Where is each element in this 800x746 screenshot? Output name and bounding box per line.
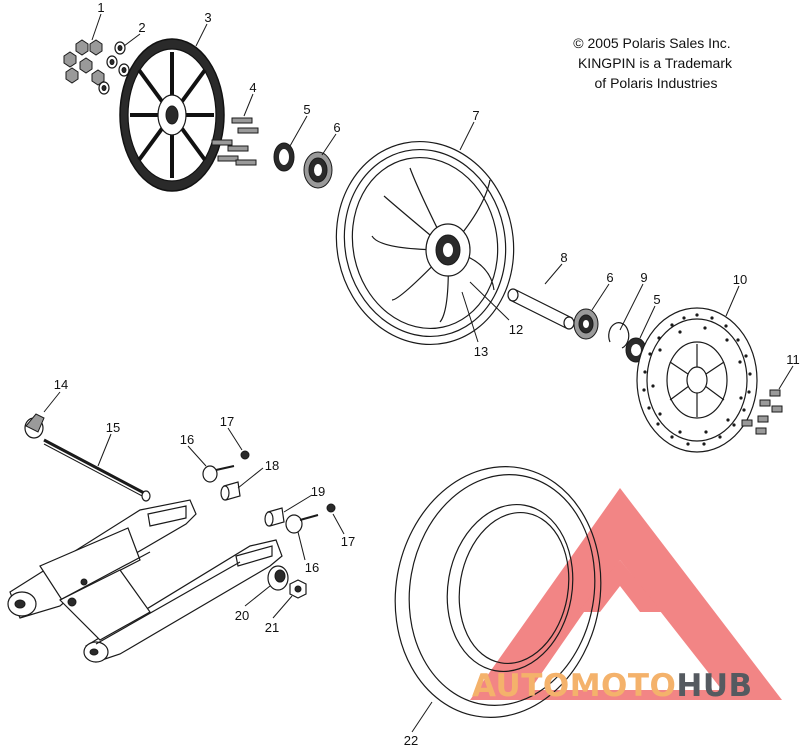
callout-17-lower: 17 (341, 534, 355, 549)
part-17-nut-lower (326, 503, 336, 513)
callout-6-left: 6 (333, 120, 340, 135)
callout-4: 4 (249, 80, 256, 95)
part-3-sprocket (119, 38, 225, 192)
part-20-cap (267, 565, 289, 591)
part-21-locknut (289, 579, 307, 599)
callout-5-left: 5 (303, 102, 310, 117)
part-4-studs (211, 117, 259, 166)
part-15-axle (43, 438, 151, 502)
callout-19: 19 (311, 484, 325, 499)
leader-lines (43, 13, 794, 733)
copyright-line-3: of Polaris Industries (595, 75, 718, 91)
callout-21: 21 (265, 620, 279, 635)
callout-6-right: 6 (606, 270, 613, 285)
callout-20: 20 (235, 608, 249, 623)
callout-15: 15 (106, 420, 120, 435)
copyright-notice: © 2005 Polaris Sales Inc. KINGPIN is a T… (573, 35, 733, 91)
watermark-text: AUTOMOTOHUB (472, 668, 753, 704)
callout-12: 12 (509, 322, 523, 337)
part-18-bushing-upper (220, 481, 241, 501)
part-2-washers (98, 41, 130, 95)
swingarm (7, 499, 283, 663)
part-17-nut-upper (240, 450, 250, 460)
part-10-brake-disc (636, 307, 758, 453)
watermark-hub: HUB (676, 668, 752, 704)
part-8-spacer (507, 288, 575, 330)
part-6-bearing-right (573, 308, 599, 340)
callout-13: 13 (474, 344, 488, 359)
callout-22: 22 (404, 733, 418, 746)
callout-16-upper: 16 (180, 432, 194, 447)
part-9-circlip (608, 322, 630, 349)
part-1-lug-nuts (63, 39, 105, 86)
callout-3: 3 (204, 10, 211, 25)
watermark-logo (470, 488, 782, 700)
part-22-tire (394, 466, 602, 718)
part-16-pivot-bolt-upper (202, 465, 235, 483)
part-16-pivot-bolt-lower (285, 514, 319, 534)
callout-17-upper: 17 (220, 414, 234, 429)
callout-1: 1 (97, 0, 104, 15)
part-11-disc-bolts (741, 389, 783, 435)
callout-5-right: 5 (653, 292, 660, 307)
callout-10: 10 (733, 272, 747, 287)
callout-9: 9 (640, 270, 647, 285)
callout-16-lower: 16 (305, 560, 319, 575)
part-19-bushing-lower (264, 507, 285, 527)
part-5-seal-left (273, 142, 295, 172)
callout-14: 14 (54, 377, 68, 392)
part-14-axle-nut (24, 413, 45, 439)
callout-18: 18 (265, 458, 279, 473)
callout-11: 11 (786, 352, 800, 367)
callout-labels: 1 2 3 4 5 6 7 8 6 9 5 10 11 12 13 14 15 … (54, 0, 800, 746)
callout-8: 8 (560, 250, 567, 265)
part-7-wheel-rim (335, 140, 515, 346)
part-6-bearing-left (303, 151, 333, 189)
copyright-line-2: KINGPIN is a Trademark (578, 55, 733, 71)
callout-7: 7 (472, 108, 479, 123)
callout-2: 2 (138, 20, 145, 35)
watermark-text-line: AUTOMOTOHUB (472, 668, 753, 704)
watermark-automoto: AUTOMOTO (472, 668, 676, 704)
copyright-line-1: © 2005 Polaris Sales Inc. (573, 35, 730, 51)
